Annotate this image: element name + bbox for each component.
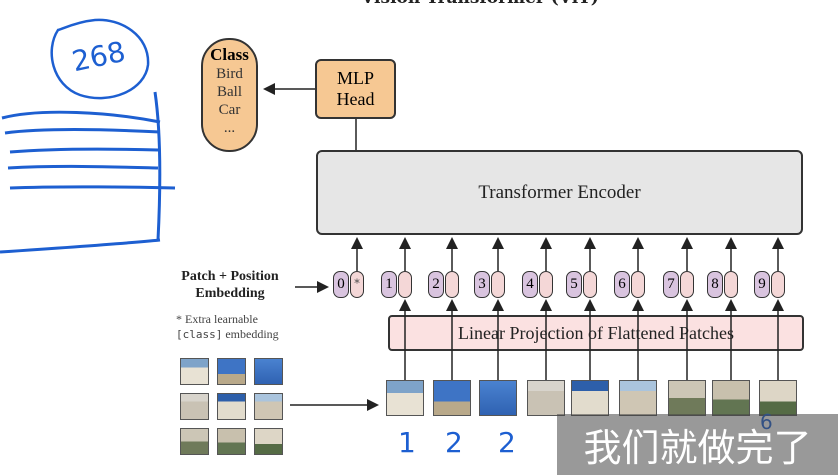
- patch-embedding: [539, 271, 553, 298]
- position-embedding: 6: [614, 271, 630, 298]
- extra-note-line2: embedding: [222, 327, 279, 341]
- grid-patch: [180, 393, 209, 420]
- patch-embedding: [724, 271, 738, 298]
- token-4: 4: [522, 271, 553, 298]
- class-code-token: [class]: [176, 328, 223, 341]
- patch-embedding: [583, 271, 597, 298]
- position-embedding: 2: [428, 271, 444, 298]
- patch-embedding: [631, 271, 645, 298]
- extra-learnable-note: * Extra learnable [class] embedding: [176, 312, 279, 342]
- grid-patch: [254, 393, 283, 420]
- position-embedding: 1: [381, 271, 397, 298]
- position-embedding: 4: [522, 271, 538, 298]
- patch-position-line2: Embedding: [195, 286, 265, 301]
- patch-position-label: Patch + Position Embedding: [160, 268, 300, 302]
- diagram-title: Vision Transformer (ViT): [300, 0, 660, 8]
- token-7: 7: [663, 271, 694, 298]
- class-item: ...: [223, 120, 236, 136]
- linear-projection-box: Linear Projection of Flattened Patches: [388, 315, 804, 351]
- image-patch: [619, 380, 657, 416]
- token-3: 3: [474, 271, 505, 298]
- token-2: 2: [428, 271, 459, 298]
- class-heading: Class: [210, 45, 249, 64]
- patch-embedding: [491, 271, 505, 298]
- encoder-label: Transformer Encoder: [478, 181, 641, 203]
- video-caption: 我们就做完了: [557, 414, 838, 475]
- image-patch: [571, 380, 609, 416]
- mlp-head-line2: Head: [336, 89, 375, 109]
- class-item: Ball: [217, 84, 242, 100]
- extra-note-line1: * Extra learnable: [176, 312, 258, 326]
- image-patch: [479, 380, 517, 416]
- handwritten-label: 2: [498, 426, 516, 459]
- handwritten-sketch: [0, 18, 176, 254]
- grid-patch: [217, 358, 246, 385]
- token-5: 5: [566, 271, 597, 298]
- position-embedding: 3: [474, 271, 490, 298]
- position-embedding: 5: [566, 271, 582, 298]
- position-embedding: 7: [663, 271, 679, 298]
- position-embedding: 0: [333, 271, 349, 298]
- class-item: Car: [218, 102, 241, 118]
- handwritten-label: 1: [398, 426, 416, 459]
- linear-projection-label: Linear Projection of Flattened Patches: [458, 322, 734, 343]
- token-0: 0*: [333, 271, 364, 298]
- mlp-head-line1: MLP: [336, 68, 374, 88]
- image-patch: [386, 380, 424, 416]
- class-output-box: Class Bird Ball Car ...: [201, 38, 258, 152]
- grid-patch: [217, 428, 246, 455]
- grid-patch: [180, 358, 209, 385]
- grid-patch: [254, 428, 283, 455]
- token-8: 8: [707, 271, 738, 298]
- patch-position-line1: Patch + Position: [181, 269, 279, 284]
- image-patch: [527, 380, 565, 416]
- transformer-encoder-box: Transformer Encoder: [316, 150, 803, 235]
- patch-embedding: [398, 271, 412, 298]
- class-item: Bird: [216, 66, 243, 82]
- grid-patch: [217, 393, 246, 420]
- handwritten-label: 2: [445, 426, 463, 459]
- patch-embedding: *: [350, 271, 364, 298]
- image-patch: [433, 380, 471, 416]
- position-embedding: 9: [754, 271, 770, 298]
- image-patch: [712, 380, 750, 416]
- grid-patch: [180, 428, 209, 455]
- token-6: 6: [614, 271, 645, 298]
- patch-embedding: [680, 271, 694, 298]
- image-patch: [759, 380, 797, 416]
- token-1: 1: [381, 271, 412, 298]
- token-9: 9: [754, 271, 785, 298]
- patch-embedding: [771, 271, 785, 298]
- grid-patch: [254, 358, 283, 385]
- position-embedding: 8: [707, 271, 723, 298]
- patch-embedding: [445, 271, 459, 298]
- image-patch: [668, 380, 706, 416]
- mlp-head-box: MLP Head: [315, 59, 396, 119]
